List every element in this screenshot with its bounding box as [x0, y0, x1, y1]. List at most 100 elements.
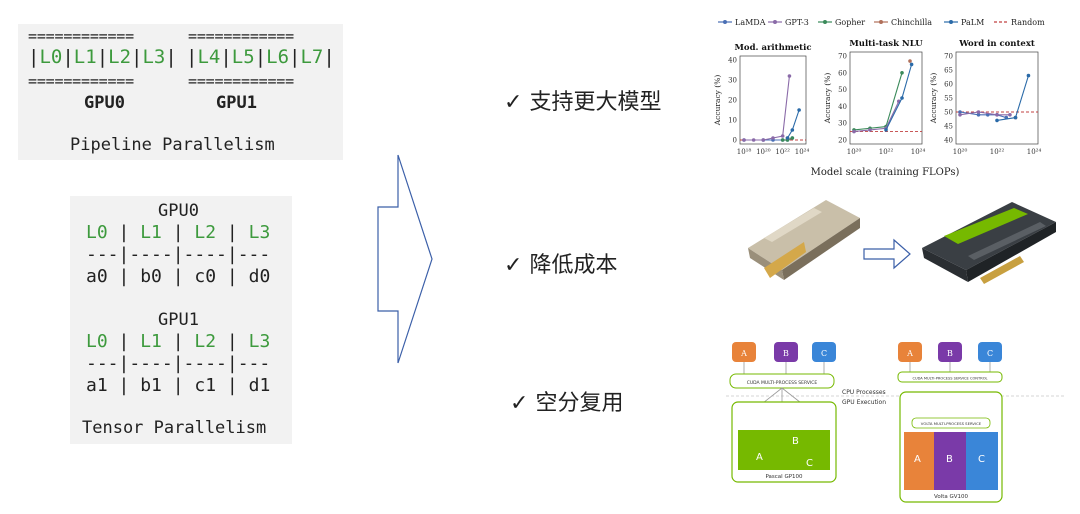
- data-point: [958, 113, 962, 117]
- layer-label: L1: [140, 222, 162, 243]
- check-icon: ✓: [504, 253, 523, 278]
- data-point: [1008, 113, 1012, 117]
- data-point: [995, 118, 999, 123]
- cpu-processes-label: CPU Processes: [842, 389, 886, 396]
- layer-label: L1: [140, 331, 162, 352]
- right-server-label: CUDA MULTI-PROCESS SERVICE CONTROL: [912, 377, 987, 381]
- y-tick-label: 40: [838, 103, 847, 111]
- tensor-gpu0-values: a0 | b0 | c0 | d0: [86, 266, 271, 287]
- chart-title: Word in context: [958, 39, 1035, 49]
- x-tick-label: 10²⁴: [911, 148, 926, 156]
- gpu-card-small-icon: [922, 202, 1056, 284]
- data-point: [976, 113, 981, 117]
- volta-slot-b: [934, 432, 966, 490]
- legend-entry: Chinchilla: [891, 18, 932, 27]
- layer-label: L0: [86, 222, 108, 243]
- layer-label: L0: [39, 46, 63, 68]
- tensor-value: c0: [194, 266, 217, 287]
- legend-marker: [949, 20, 953, 24]
- data-point: [751, 138, 756, 142]
- y-tick-label: 65: [944, 67, 953, 75]
- benefit-label: 降低成本: [529, 253, 618, 278]
- layer-label: L2: [108, 46, 132, 68]
- tensor-value: a1: [86, 375, 108, 396]
- y-tick-label: 20: [728, 97, 737, 105]
- series-line: [853, 72, 903, 131]
- tensor-value: d0: [248, 266, 271, 287]
- y-tick-label: 70: [838, 53, 847, 61]
- y-tick-label: 60: [838, 69, 847, 77]
- x-tick-label: 10²⁰: [953, 148, 968, 156]
- chart-frame: [739, 55, 807, 145]
- gpu-slot-a: A: [756, 452, 763, 463]
- data-point: [900, 96, 904, 100]
- gpu-slot-a: A: [914, 454, 921, 465]
- gpu-slot-b: B: [792, 436, 799, 447]
- gpu-cards-illustration: [748, 200, 1056, 284]
- tensor-caption: Tensor Parallelism: [82, 418, 267, 438]
- series-line: [744, 75, 790, 141]
- layer-label: L3: [142, 46, 166, 68]
- x-tick-label: 10²²: [879, 148, 894, 156]
- tensor-gpu1-label: GPU1: [158, 310, 199, 330]
- tensor-gpu0-label: GPU0: [158, 201, 199, 221]
- legend-entry: Gopher: [835, 18, 865, 27]
- client-b-badge: [774, 342, 798, 362]
- tensor-value: b0: [140, 266, 162, 287]
- y-tick-label: 55: [944, 95, 953, 103]
- data-point: [900, 71, 904, 75]
- y-tick-label: 40: [944, 137, 953, 145]
- data-point: [958, 110, 962, 114]
- data-point: [852, 129, 856, 134]
- pascal-gpu-block: [738, 430, 830, 470]
- legend-marker: [773, 20, 777, 24]
- data-point: [761, 138, 766, 142]
- client-b-label: B: [947, 349, 953, 358]
- chart-title: Mod. arithmetic: [735, 43, 812, 53]
- y-tick-label: 60: [944, 81, 953, 89]
- chart-frame: [849, 51, 923, 145]
- layer-label: L6: [266, 46, 290, 68]
- pipeline-sep-bottom-right: ============: [188, 72, 294, 90]
- pipeline-layers-gpu0: |L0|L1|L2|L3|: [28, 46, 177, 68]
- data-point: [787, 74, 792, 78]
- x-tick-label: 10²⁴: [1027, 148, 1042, 156]
- pipeline-caption: Pipeline Parallelism: [70, 135, 275, 155]
- data-point: [908, 59, 912, 63]
- client-c-badge: [812, 342, 836, 362]
- data-point: [1013, 115, 1018, 120]
- layer-label: L2: [194, 331, 217, 352]
- client-a-badge: [732, 342, 756, 362]
- volta-slot-c: [966, 432, 998, 490]
- data-point: [742, 138, 746, 142]
- y-tick-label: 70: [944, 53, 953, 61]
- y-tick-label: 0: [733, 137, 737, 145]
- x-tick-label: 10²⁴: [795, 148, 810, 156]
- gpu-slot-c: C: [978, 454, 985, 465]
- layer-label: L2: [194, 222, 217, 243]
- x-tick-label: 10²⁰: [756, 148, 771, 156]
- data-point: [909, 62, 914, 67]
- chart-ylabel: Accuracy (%): [713, 75, 722, 127]
- legend-entry: LaMDA: [735, 18, 766, 27]
- legend-entry: GPT-3: [785, 18, 809, 27]
- y-tick-label: 10: [728, 117, 737, 125]
- benefit-label: 支持更大模型: [529, 90, 662, 115]
- data-point: [771, 136, 775, 140]
- layer-label: L4: [197, 46, 221, 68]
- arrow-right-icon: [863, 238, 911, 270]
- legend-marker: [879, 20, 883, 24]
- series-line: [959, 111, 1010, 116]
- tensor-gpu1-rule: ---|----|----|---: [86, 353, 271, 374]
- y-tick-label: 45: [944, 123, 953, 131]
- data-point: [884, 128, 888, 132]
- check-icon: ✓: [504, 90, 523, 115]
- pipeline-sep-top-right: ============: [188, 27, 294, 45]
- layer-label: L3: [248, 222, 271, 243]
- gpu-slot-c: C: [806, 458, 813, 469]
- chart-ylabel: Accuracy (%): [929, 73, 938, 125]
- tensor-value: a0: [86, 266, 108, 287]
